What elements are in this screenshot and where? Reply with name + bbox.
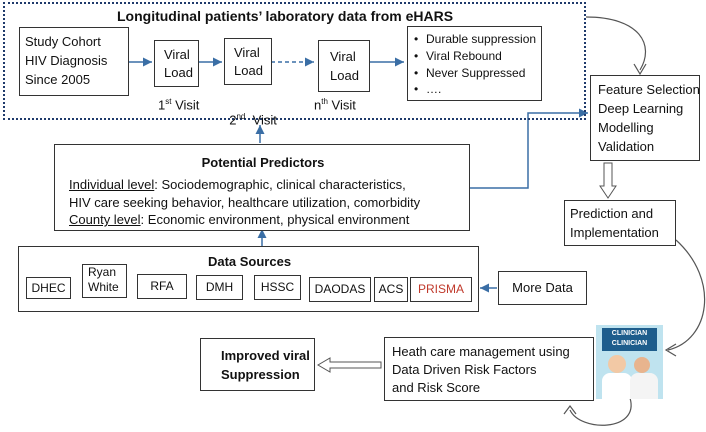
management-box: Heath care management using Data Driven …: [384, 337, 594, 401]
doctor-figure-icon: [608, 355, 626, 373]
visit-label-1: 1st Visit: [158, 97, 200, 113]
outcome-item: Never Suppressed: [414, 66, 525, 80]
prediction-line: Prediction and: [570, 206, 654, 221]
viral-load-label: Viral: [330, 49, 356, 64]
predictors-individual: Individual level: Sociodemographic, clin…: [69, 177, 406, 192]
prediction-line: Implementation: [570, 225, 659, 240]
feature-selection-box: Feature Selection Deep Learning Modellin…: [590, 75, 700, 161]
source-prisma: PRISMA: [410, 277, 472, 302]
source-daodas: DAODAS: [309, 277, 371, 302]
prediction-box: Prediction and Implementation: [564, 200, 676, 246]
predictors-county: County level: Economic environment, phys…: [69, 212, 410, 227]
viral-load-label: Load: [330, 68, 359, 83]
viral-load-box-n: Viral Load: [318, 40, 370, 92]
management-line: Heath care management using: [392, 344, 570, 359]
management-line: Data Driven Risk Factors: [392, 362, 537, 377]
outcomes-box: Durable suppression Viral Rebound Never …: [407, 26, 542, 101]
improved-line: Improved viral: [221, 348, 310, 363]
improved-suppression-box: Improved viral Suppression: [200, 338, 315, 391]
outcome-item: Viral Rebound: [414, 49, 502, 63]
source-ryan-white: Ryan White: [82, 264, 127, 298]
ehars-panel: [3, 2, 586, 120]
feature-line: Modelling: [598, 120, 654, 135]
cohort-line-3: Since 2005: [25, 72, 91, 87]
predictors-title: Potential Predictors: [201, 155, 325, 170]
curve-prediction-down: [667, 239, 706, 351]
outcome-item: ….: [414, 82, 441, 96]
doctor-coat-icon: [602, 373, 632, 399]
data-sources-title: Data Sources: [207, 254, 292, 269]
source-acs: ACS: [374, 277, 408, 302]
viral-load-label: Load: [234, 63, 263, 78]
arrow-predictors-to-feature: [470, 108, 588, 189]
viral-load-label: Viral: [234, 45, 260, 60]
viral-load-label: Load: [164, 65, 193, 80]
source-dhec: DHEC: [26, 277, 71, 299]
doctor-figure-icon-2: [634, 357, 650, 373]
viral-load-box-1: Viral Load: [154, 40, 199, 87]
doctor-coat-icon-2: [630, 373, 658, 399]
arrow-feature-to-prediction: [599, 162, 617, 199]
study-cohort-box: Study Cohort HIV Diagnosis Since 2005: [19, 27, 129, 96]
predictors-individual-cont: HIV care seeking behavior, healthcare ut…: [69, 195, 421, 210]
viral-load-label: Viral: [164, 47, 190, 62]
outcome-item: Durable suppression: [414, 32, 536, 46]
ehars-title: Longitudinal patients’ laboratory data f…: [117, 8, 454, 24]
feature-line: Deep Learning: [598, 101, 684, 116]
clinician-logo-banner: CLINICIAN CLINICIAN: [602, 328, 657, 351]
source-dmh: DMH: [196, 275, 243, 300]
curve-bottom: [569, 397, 632, 426]
curve-ehars-to-feature: [585, 16, 646, 71]
cohort-line-2: HIV Diagnosis: [25, 53, 108, 68]
visit-label-n: nth Visit: [314, 97, 356, 113]
predictors-box: Potential Predictors Individual level: S…: [54, 144, 470, 231]
arrow-management-to-improved: [317, 357, 382, 373]
cohort-line-1: Study Cohort: [25, 34, 101, 49]
more-data-box: More Data: [498, 271, 587, 305]
viral-load-box-2: Viral Load: [224, 38, 272, 85]
source-rfa: RFA: [137, 274, 187, 299]
source-hssc: HSSC: [254, 275, 301, 300]
clinician-logo-image: CLINICIAN CLINICIAN: [596, 325, 663, 399]
feature-line: Validation: [598, 139, 655, 154]
visit-label-2: 2nd Visit: [229, 112, 277, 128]
feature-line: Feature Selection: [598, 82, 700, 97]
management-line: and Risk Score: [392, 380, 481, 395]
improved-line: Suppression: [221, 367, 300, 382]
